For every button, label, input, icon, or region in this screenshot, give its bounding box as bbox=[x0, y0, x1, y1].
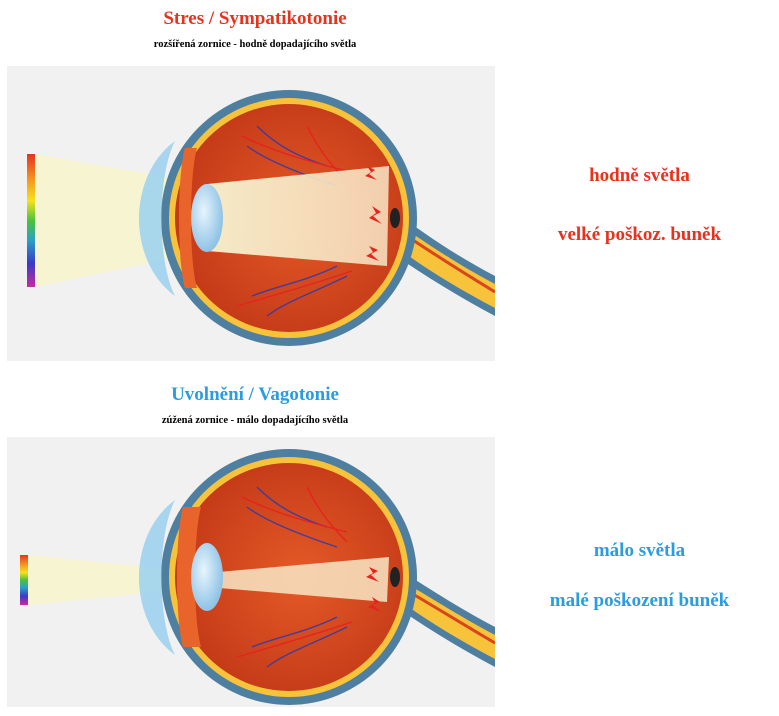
lens bbox=[191, 543, 223, 611]
top-side-line-2: velké poškoz. buněk bbox=[500, 224, 779, 246]
bottom-eye-panel bbox=[7, 437, 495, 707]
spectrum-bar bbox=[27, 154, 35, 287]
top-eye-diagram bbox=[7, 66, 495, 361]
top-title: Stres / Sympatikotonie bbox=[0, 8, 510, 30]
bottom-eye-diagram bbox=[7, 437, 495, 707]
lens bbox=[191, 184, 223, 252]
top-subtitle: rozšířená zornice - hodně dopadajícího s… bbox=[0, 39, 510, 50]
top-eye-panel bbox=[7, 66, 495, 361]
bottom-title: Uvolnění / Vagotonie bbox=[0, 384, 510, 406]
bottom-subtitle: zúžená zornice - málo dopadajícího světl… bbox=[0, 415, 510, 426]
bottom-side-line-1: málo světla bbox=[500, 540, 779, 562]
top-side-line-1: hodně světla bbox=[500, 165, 779, 187]
bottom-side-line-2: malé poškození buněk bbox=[500, 590, 779, 612]
spectrum-bar bbox=[20, 555, 28, 605]
